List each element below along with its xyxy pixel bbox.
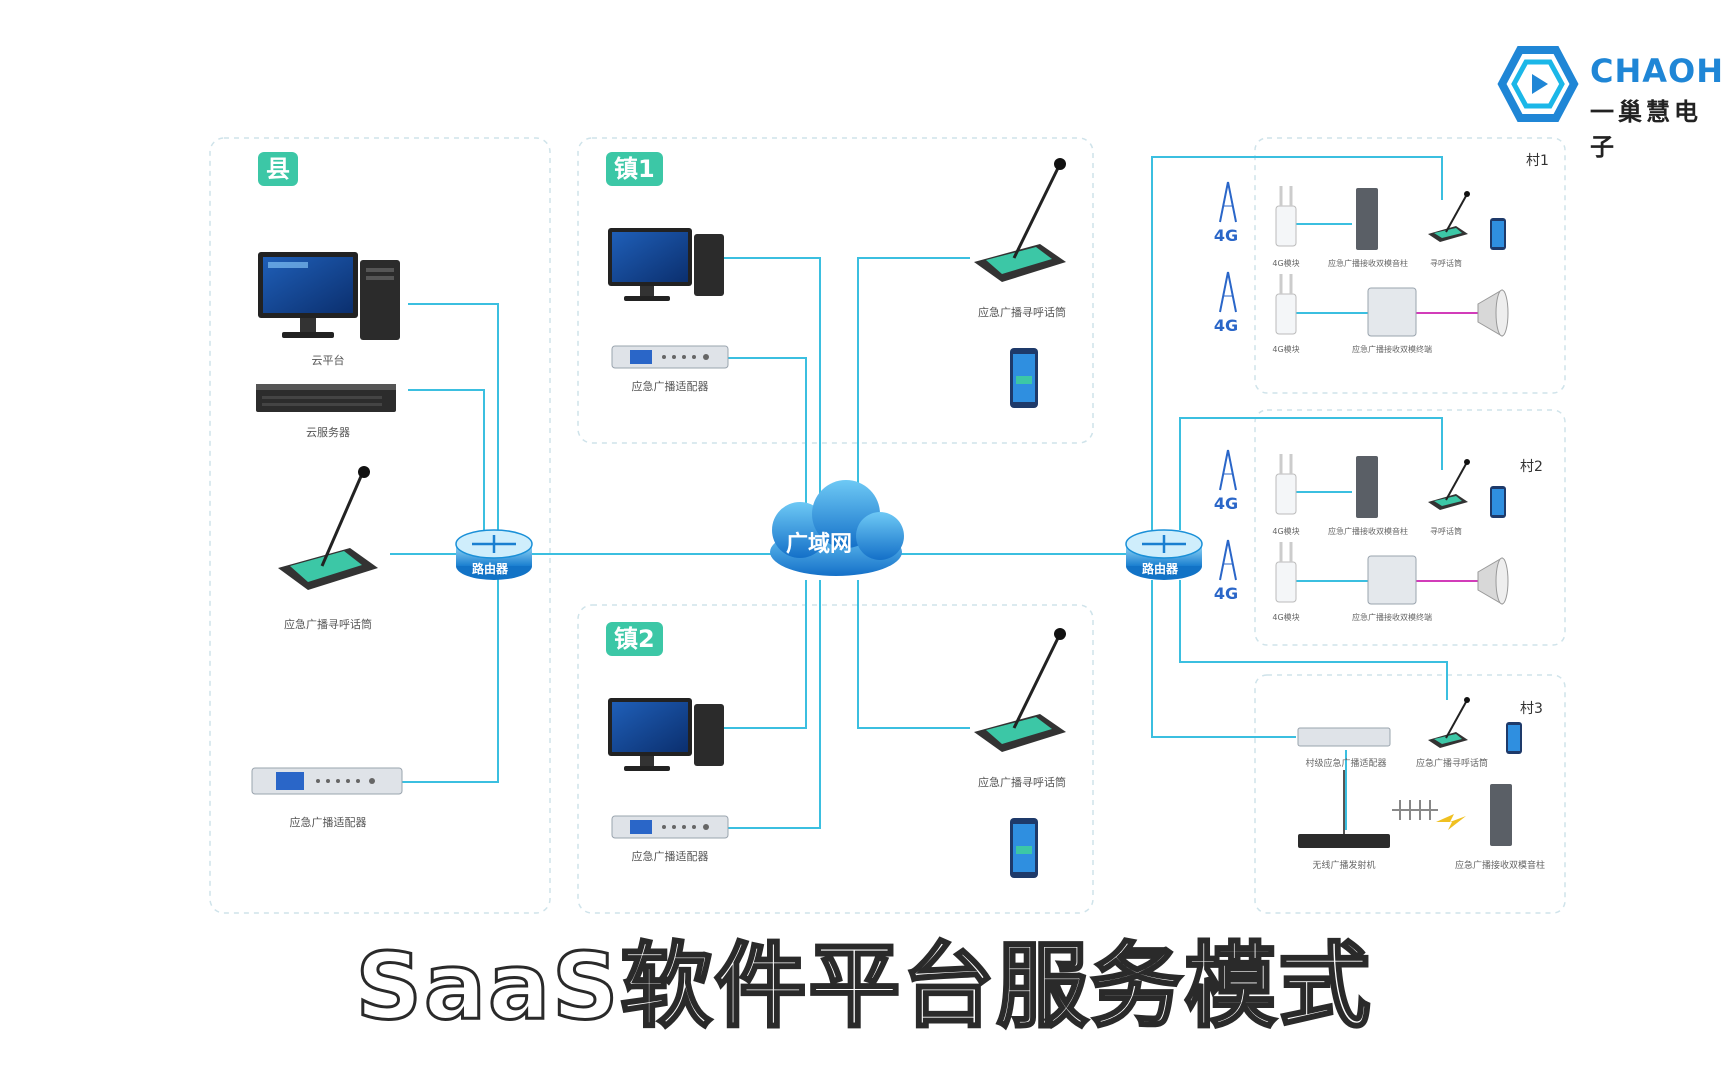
town1-adapter-icon — [611, 345, 729, 369]
router-right-icon — [1125, 529, 1203, 580]
town2-pc-icon — [608, 698, 724, 771]
router-label-right: 路由器 — [1142, 562, 1179, 576]
phone-icon — [1490, 218, 1506, 250]
label-town1-mic: 应急广播寻呼话筒 — [978, 306, 1066, 319]
connection-lines — [390, 156, 1448, 830]
router-left-icon — [455, 529, 533, 580]
logo-emblem-icon — [1497, 46, 1579, 122]
town2-phone-icon — [1010, 818, 1038, 878]
label-county-adapter: 应急广播适配器 — [289, 816, 367, 829]
4g-module-icon — [1275, 186, 1297, 247]
video-caption: SaaS软件平台服务模式 — [354, 932, 1373, 1042]
town2-adapter-icon — [611, 815, 729, 839]
4g-tower-icon — [1219, 181, 1237, 223]
label-v2-terminal: 应急广播接收双模终端 — [1352, 613, 1432, 622]
label-county-mic: 应急广播寻呼话筒 — [284, 618, 372, 631]
town1-mic-icon — [974, 158, 1066, 282]
label-v1-pager: 寻呼话筒 — [1430, 259, 1462, 268]
village-label-2: 村2 — [1520, 459, 1543, 475]
terminal-box-icon — [1367, 287, 1417, 337]
label-cloud-platform: 云平台 — [311, 354, 345, 367]
village-label-1: 村1 — [1526, 153, 1549, 169]
tower-4g-label-3: 4G — [1213, 494, 1239, 513]
label-v1-module: 4G模块 — [1272, 259, 1300, 268]
region-boxes — [209, 137, 1566, 914]
village-adapter-icon — [1297, 727, 1391, 747]
cloud-label: 广域网 — [786, 532, 853, 557]
label-town2-adapter: 应急广播适配器 — [631, 850, 709, 863]
tower-4g-label-2: 4G — [1213, 316, 1239, 335]
label-v2-module2: 4G模块 — [1272, 613, 1300, 622]
village2-devices — [1219, 449, 1509, 605]
adapter-rack-icon — [251, 767, 403, 795]
label-v3-pager: 应急广播寻呼话筒 — [1415, 759, 1489, 769]
tower-4g-label-4: 4G — [1213, 584, 1239, 603]
region-tag-town1: 镇1 — [606, 152, 663, 186]
cloud-platform-pc-icon — [258, 252, 400, 340]
village3-devices — [1297, 697, 1522, 848]
label-v3-transmitter: 无线广播发射机 — [1312, 861, 1376, 871]
town2-mic-icon — [974, 628, 1066, 752]
fm-transmitter-icon — [1298, 834, 1390, 848]
label-v3-column: 应急广播接收双模音柱 — [1454, 861, 1546, 871]
cloud-server-icon — [256, 384, 396, 412]
region-tag-county: 县 — [258, 152, 298, 186]
horn-speaker-icon — [1477, 289, 1509, 337]
label-v1-module2: 4G模块 — [1272, 345, 1300, 354]
speaker-lines — [1416, 312, 1478, 582]
pager-mic-icon — [1428, 191, 1470, 242]
village-label-3: 村3 — [1520, 701, 1543, 717]
signal-icon — [1436, 814, 1466, 830]
router-label-left: 路由器 — [472, 562, 509, 576]
logo-brand-cn: 一巢慧电子 — [1590, 98, 1702, 161]
town1-pc-icon — [608, 228, 724, 301]
village1-devices — [1219, 181, 1509, 337]
label-v2-module: 4G模块 — [1272, 527, 1300, 536]
logo-brand-en: CHAOH — [1590, 52, 1725, 90]
label-town1-adapter: 应急广播适配器 — [631, 380, 709, 393]
label-v1-terminal: 应急广播接收双模终端 — [1352, 345, 1432, 354]
label-v3-adapter: 村级应急广播适配器 — [1305, 759, 1387, 769]
label-v1-column: 应急广播接收双模音柱 — [1328, 259, 1408, 268]
town1-phone-icon — [1010, 348, 1038, 408]
region-tag-town2: 镇2 — [606, 622, 663, 656]
label-cloud-server: 云服务器 — [306, 426, 350, 439]
yagi-antenna-icon — [1392, 800, 1438, 820]
mic-console-icon — [278, 466, 378, 590]
label-town2-mic: 应急广播寻呼话筒 — [978, 776, 1066, 789]
cloud-wan-icon — [770, 480, 904, 576]
label-v2-column: 应急广播接收双模音柱 — [1328, 527, 1408, 536]
label-v2-pager: 寻呼话筒 — [1430, 527, 1462, 536]
sound-column-icon — [1356, 188, 1378, 250]
tower-4g-label-1: 4G — [1213, 226, 1239, 245]
